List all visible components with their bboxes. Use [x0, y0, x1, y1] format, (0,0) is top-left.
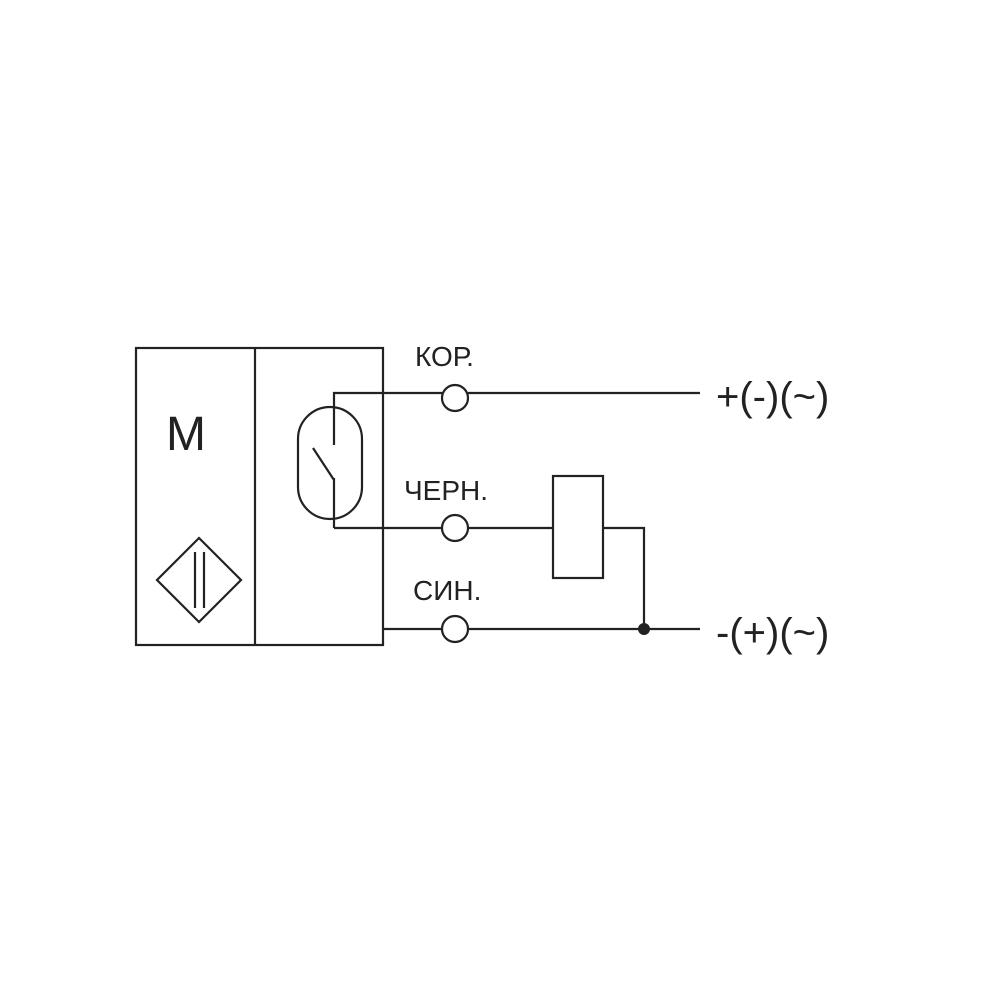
reed-switch-housing — [296, 405, 364, 521]
internal-wire-top — [332, 391, 442, 395]
junction-dot — [638, 623, 650, 635]
supply-negative-label: -(+)(~) — [716, 611, 829, 655]
module-label: M — [166, 408, 206, 461]
inductive-sensor-icon — [155, 536, 243, 624]
load-coil — [551, 474, 605, 580]
wire-load-out — [603, 526, 646, 629]
terminal-kor — [440, 383, 470, 413]
terminal-chern — [440, 513, 470, 543]
terminal-chern-label: ЧЕРН. — [404, 475, 488, 506]
terminal-sin-label: СИН. — [413, 575, 481, 606]
switch-contact-arm — [312, 447, 335, 481]
terminal-sin — [440, 614, 470, 644]
supply-positive-label: +(-)(~) — [716, 375, 829, 419]
terminal-kor-label: КОР. — [415, 341, 474, 372]
sensor-body — [134, 346, 385, 647]
